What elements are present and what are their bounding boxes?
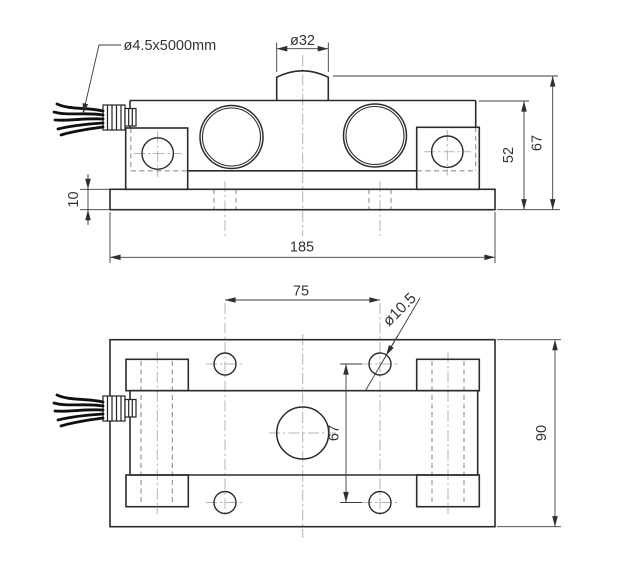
plan-hidden-edges bbox=[140, 361, 465, 505]
plan-dimension-lines bbox=[224, 297, 561, 528]
load-button bbox=[275, 70, 330, 101]
plan-holes bbox=[213, 352, 392, 515]
front-holes bbox=[141, 103, 464, 170]
plan-view: 75 ø10.5 67 90 bbox=[52, 284, 561, 538]
left-foot-hole bbox=[141, 137, 175, 170]
cable-leader-line bbox=[82, 44, 121, 115]
bolt-hole-bottom-right bbox=[368, 490, 392, 515]
cable-strands-plan bbox=[52, 393, 105, 428]
front-centerlines bbox=[134, 55, 471, 236]
dim-hole-diameter: ø10.5 bbox=[380, 290, 420, 330]
dim-total-height: 67 bbox=[530, 135, 546, 151]
base-plate-front bbox=[109, 188, 496, 211]
front-view: ø4.5x5000mm ø32 10 52 67 185 bbox=[52, 33, 560, 263]
cable-gland-front bbox=[52, 102, 137, 137]
right-pocket-hole bbox=[342, 103, 408, 168]
top-right-block bbox=[415, 358, 481, 392]
dim-base-length: 185 bbox=[290, 240, 314, 256]
cable-gland-plan bbox=[52, 393, 137, 428]
plan-outline bbox=[109, 338, 496, 528]
dim-plate-width: 90 bbox=[534, 425, 550, 441]
dim-cable-spec: ø4.5x5000mm bbox=[124, 38, 217, 54]
bottom-left-block bbox=[125, 474, 190, 508]
body-plan bbox=[129, 389, 479, 476]
bolt-hole-top-left bbox=[213, 352, 237, 376]
cable-strands-front bbox=[52, 102, 105, 137]
plan-centerlines bbox=[156, 303, 449, 538]
right-foot-hole bbox=[430, 135, 464, 169]
base-plate-plan bbox=[109, 338, 496, 528]
center-hole bbox=[275, 406, 330, 460]
dim-button-diameter: ø32 bbox=[290, 33, 315, 49]
dim-hole-spacing-x: 75 bbox=[293, 284, 309, 300]
dim-body-height: 52 bbox=[501, 147, 517, 163]
front-dimension-lines bbox=[80, 42, 560, 263]
left-pocket-hole bbox=[199, 104, 264, 170]
bottom-right-block bbox=[415, 474, 481, 508]
bolt-hole-top-right bbox=[368, 352, 392, 376]
front-body-outline bbox=[109, 70, 496, 211]
top-left-block bbox=[125, 358, 190, 392]
dim-hole-spacing-y: 67 bbox=[327, 425, 343, 441]
dim-plate-thickness: 10 bbox=[66, 191, 82, 207]
bolt-hole-bottom-left bbox=[213, 490, 237, 515]
front-hidden-edges bbox=[130, 127, 477, 210]
